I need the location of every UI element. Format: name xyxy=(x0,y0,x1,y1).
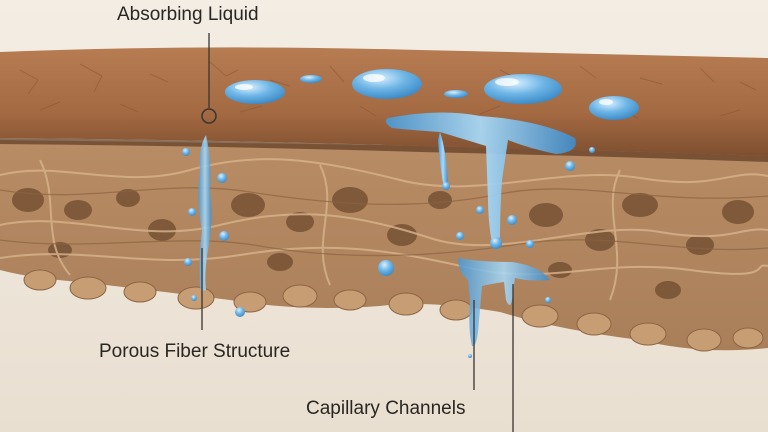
label-absorbing-liquid: Absorbing Liquid xyxy=(117,4,259,25)
label-capillary-channels: Capillary Channels xyxy=(306,398,466,419)
label-porous-fiber-structure: Porous Fiber Structure xyxy=(99,341,291,362)
surface-layer xyxy=(0,47,768,162)
liquid xyxy=(182,69,639,358)
leader-anchor-top xyxy=(201,108,217,124)
leader-lines xyxy=(201,33,514,432)
fiber-layer xyxy=(0,140,768,352)
